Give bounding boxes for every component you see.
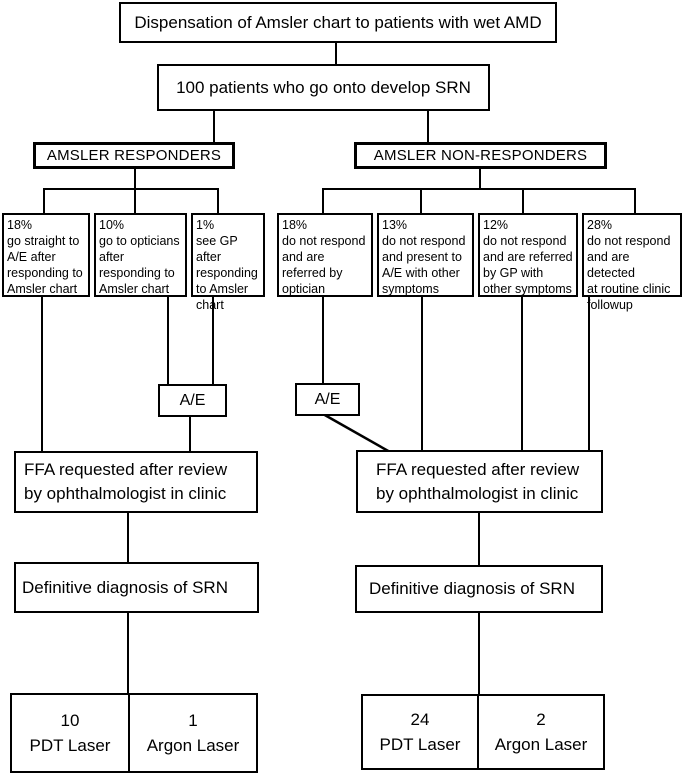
ffa-label: FFA requested after review by ophthalmol…: [24, 460, 228, 503]
treatment-cell-argon-right: 2 Argon Laser: [479, 696, 603, 768]
node-responders-header: AMSLER RESPONDERS: [33, 142, 235, 169]
connector-title-to-cohort: [335, 43, 337, 64]
outcome-description: do not respond and are referred by GP wi…: [483, 234, 573, 296]
connector-cohort-to-nonresponders: [427, 111, 429, 142]
treatment-label: Argon Laser: [494, 735, 588, 754]
outcome-percentage: 13%: [382, 218, 408, 232]
connector-drop-responders-3: [217, 188, 219, 214]
outcome-description: go straight to A/E after responding to A…: [7, 234, 83, 296]
node-cohort: 100 patients who go onto develop SRN: [157, 64, 490, 111]
connector-ffa-left-to-diagnosis-left: [127, 512, 129, 563]
connector-drop-nonresponders-1: [322, 188, 324, 214]
node-ffa-left: FFA requested after review by ophthalmol…: [14, 451, 258, 513]
treatment-label: PDT Laser: [379, 735, 461, 754]
title-label: Dispensation of Amsler chart to patients…: [134, 12, 542, 32]
connector-drop-nonresponders-4: [634, 188, 636, 214]
treatment-count: 24: [410, 710, 430, 729]
outcome-description: do not respond and present to A/E with o…: [382, 234, 466, 296]
outcome-description: do not respond and are detected at routi…: [587, 234, 671, 312]
node-ae-left: A/E: [158, 384, 227, 417]
diagnosis-label: Definitive diagnosis of SRN: [22, 577, 228, 597]
connector-nonresponders-rake: [322, 188, 636, 190]
connector-diagnosis-right-to-treatment: [478, 611, 480, 695]
treatment-cell-argon-left: 1 Argon Laser: [130, 695, 256, 771]
outcome-box-responders-opticians: 10% go to opticians after responding to …: [94, 213, 187, 297]
treatment-count: 2: [536, 710, 546, 729]
connector-drop-responders-2: [134, 188, 136, 214]
connector-responders-rake: [43, 188, 219, 190]
treatment-label: PDT Laser: [29, 736, 111, 755]
connector-outcome7-to-ffa-right: [588, 296, 590, 451]
nonresponders-label: AMSLER NON-RESPONDERS: [373, 147, 588, 164]
outcome-description: do not respond and are referred by optic…: [282, 234, 366, 296]
connector-diagnosis-left-to-treatment: [127, 612, 129, 694]
outcome-box-nonresponders-ae-other: 13% do not respond and present to A/E wi…: [377, 213, 474, 297]
treatment-count: 1: [188, 711, 198, 730]
diagnosis-label: Definitive diagnosis of SRN: [369, 579, 575, 598]
outcome-description: go to opticians after responding to Amsl…: [99, 234, 180, 296]
connector-outcome2-to-ae-left: [167, 296, 169, 385]
outcome-percentage: 28%: [587, 218, 613, 232]
connector-ae-left-to-ffa-left: [189, 416, 191, 452]
connector-outcome5-to-ffa-right: [421, 296, 423, 451]
outcome-box-nonresponders-optician: 18% do not respond and are referred by o…: [277, 213, 373, 297]
connector-ffa-right-to-diagnosis-right: [478, 512, 480, 566]
ae-label: A/E: [179, 391, 206, 409]
ffa-label: FFA requested after review by ophthalmol…: [376, 459, 580, 503]
ae-label: A/E: [314, 390, 341, 408]
outcome-box-nonresponders-routine-clinic: 28% do not respond and are detected at r…: [582, 213, 682, 312]
responders-label: AMSLER RESPONDERS: [46, 147, 222, 164]
outcome-description: see GP after responding to Amsler chart: [196, 234, 258, 312]
treatment-group-nonresponders: 24 PDT Laser 2 Argon Laser: [361, 694, 605, 770]
outcome-percentage: 12%: [483, 218, 509, 232]
connector-cohort-to-responders: [213, 111, 215, 142]
treatment-label: Argon Laser: [146, 736, 240, 755]
outcome-percentage: 10%: [99, 218, 125, 232]
treatment-count: 10: [60, 711, 80, 730]
outcome-box-nonresponders-gp-other: 12% do not respond and are referred by G…: [478, 213, 578, 297]
node-diagnosis-left: Definitive diagnosis of SRN: [14, 562, 259, 613]
connector-drop-nonresponders-3: [522, 188, 524, 214]
connector-outcome4-to-ae-right: [322, 296, 324, 384]
treatment-cell-pdt-right: 24 PDT Laser: [363, 696, 479, 768]
cohort-label: 100 patients who go onto develop SRN: [176, 77, 471, 97]
node-ae-right: A/E: [295, 383, 360, 416]
outcome-percentage: 18%: [282, 218, 308, 232]
outcome-box-responders-straight-to-ae: 18% go straight to A/E after responding …: [2, 213, 90, 297]
outcome-percentage: 18%: [7, 218, 33, 232]
connector-nonresponders-stub: [479, 168, 481, 190]
connector-outcome3-to-ae-left: [212, 296, 214, 385]
connector-outcome6-to-ffa-right: [521, 296, 523, 451]
connector-outcome1-to-ffa-left: [41, 296, 43, 452]
outcome-box-responders-gp: 1% see GP after responding to Amsler cha…: [191, 213, 265, 312]
treatment-group-responders: 10 PDT Laser 1 Argon Laser: [10, 693, 258, 773]
connector-responders-stub: [134, 168, 136, 190]
connector-drop-nonresponders-2: [420, 188, 422, 214]
node-title: Dispensation of Amsler chart to patients…: [119, 2, 557, 43]
node-diagnosis-right: Definitive diagnosis of SRN: [355, 565, 603, 613]
node-ffa-right: FFA requested after review by ophthalmol…: [356, 450, 603, 513]
node-nonresponders-header: AMSLER NON-RESPONDERS: [354, 142, 607, 169]
treatment-cell-pdt-left: 10 PDT Laser: [12, 695, 130, 771]
outcome-percentage: 1%: [196, 218, 215, 232]
connector-drop-responders-1: [43, 188, 45, 214]
